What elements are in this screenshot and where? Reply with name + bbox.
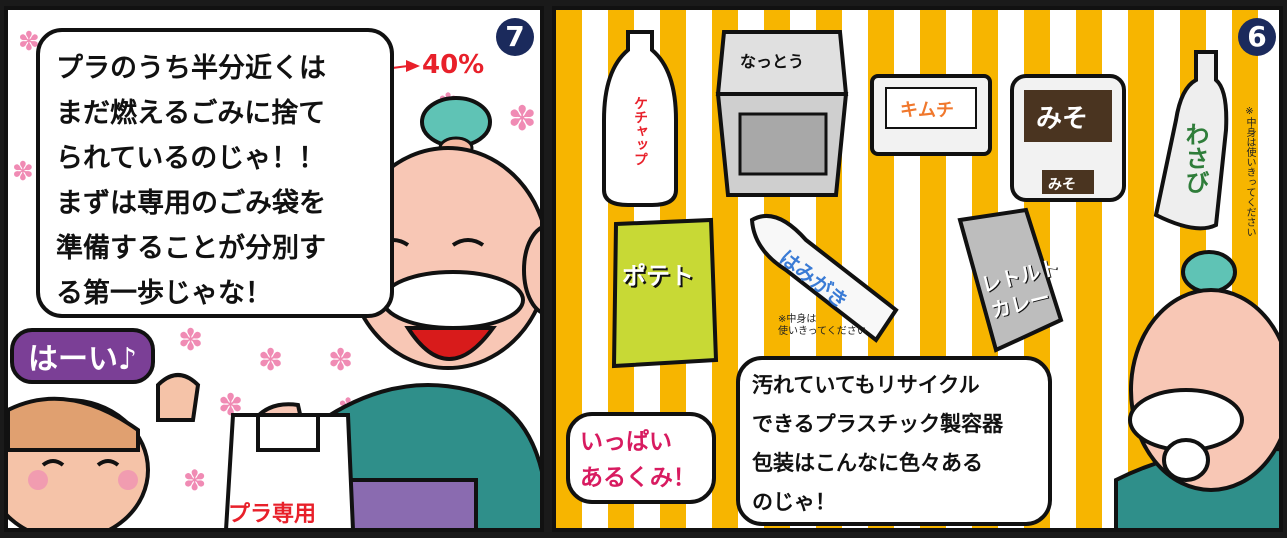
- girl-speech-bubble: はーい♪: [10, 328, 156, 384]
- girl-speech-bubble: いっぱい あるくみ！: [566, 412, 716, 504]
- svg-text:✽: ✽: [178, 323, 203, 358]
- ketchup-bottle: [602, 30, 678, 207]
- panel-6-artwork: [602, 30, 1279, 528]
- natto-label: なっとう: [740, 52, 805, 71]
- speech-line-1: プラのうち半分近くは: [56, 53, 326, 84]
- panel-7-artwork: ✽ ✽ ✽ ✽ ✽ ✽ ✽ ✽ ✽ ✽ ✽ ✽: [8, 27, 540, 528]
- elder-figure-right: [1114, 250, 1279, 528]
- tube-note-line-1: ※中身は: [778, 314, 817, 325]
- panel-7: ✽ ✽ ✽ ✽ ✽ ✽ ✽ ✽ ✽ ✽ ✽ ✽: [4, 6, 544, 532]
- panel-number-badge: 6: [1238, 18, 1276, 56]
- svg-text:✽: ✽: [183, 464, 206, 497]
- retort-pouch: [957, 207, 1064, 353]
- speech-line-3: られているのじゃ！！: [56, 143, 326, 174]
- elder-speech-bubble: 汚れていてもリサイクル できるプラスチック製容器 包装はこんなに色々ある のじゃ…: [736, 356, 1052, 526]
- wasabi-tube: [1153, 50, 1229, 231]
- natto-tray: [715, 30, 849, 197]
- girl-speech-line-1: いっぱい: [580, 429, 672, 455]
- svg-text:✽: ✽: [508, 99, 537, 139]
- speech-line-5: 準備することが分別す: [56, 233, 326, 264]
- miso-top-label: みそ: [1036, 104, 1089, 134]
- plastic-bag: [224, 413, 355, 528]
- percent-label: 40%: [422, 50, 485, 80]
- girl-speech-line-2: あるくみ！: [580, 465, 696, 491]
- kimchi-container: [870, 74, 992, 156]
- wasabi-label: わさび: [1181, 122, 1209, 194]
- elder-speech-line-1: 汚れていてもリサイクル: [752, 373, 980, 397]
- speech-line-4: まずは専用のごみ袋を: [56, 188, 326, 219]
- girl-figure: [8, 373, 201, 528]
- panel-6: ケチャップ なっとう キムチ みそ みそ わさび ポテト はみがき レトルト カ…: [552, 6, 1283, 532]
- speech-line-6: る第一歩じゃな！: [56, 278, 272, 309]
- svg-text:✽: ✽: [328, 343, 353, 378]
- tube-note: ※中身は 使いきってください: [778, 314, 867, 338]
- toothpaste-tube: [749, 214, 899, 343]
- ketchup-label: ケチャップ: [632, 96, 648, 166]
- svg-text:✽: ✽: [258, 343, 283, 378]
- elder-speech-line-2: できるプラスチック製容器: [752, 412, 1004, 436]
- svg-text:✽: ✽: [12, 157, 34, 187]
- panel-number-badge: 7: [496, 18, 534, 56]
- bag-label: プラ専用: [228, 502, 317, 527]
- elder-speech-bubble: プラのうち半分近くは まだ燃えるごみに捨て られているのじゃ！！ まずは専用のご…: [36, 28, 394, 318]
- tube-note-line-2: 使いきってください: [778, 326, 867, 337]
- potato-chip-bag: [611, 217, 719, 369]
- svg-text:✽: ✽: [18, 27, 40, 57]
- potato-label: ポテト: [622, 262, 694, 290]
- elder-speech-line-4: のじゃ！: [752, 490, 836, 514]
- miso-container: [1010, 74, 1126, 202]
- kimchi-label: キムチ: [900, 100, 954, 121]
- miso-bottom-label: みそ: [1048, 177, 1076, 193]
- elder-speech-line-3: 包装はこんなに色々ある: [752, 451, 983, 475]
- wasabi-note: ※中身は使いきってください: [1244, 106, 1255, 237]
- speech-line-2: まだ燃えるごみに捨て: [56, 98, 326, 129]
